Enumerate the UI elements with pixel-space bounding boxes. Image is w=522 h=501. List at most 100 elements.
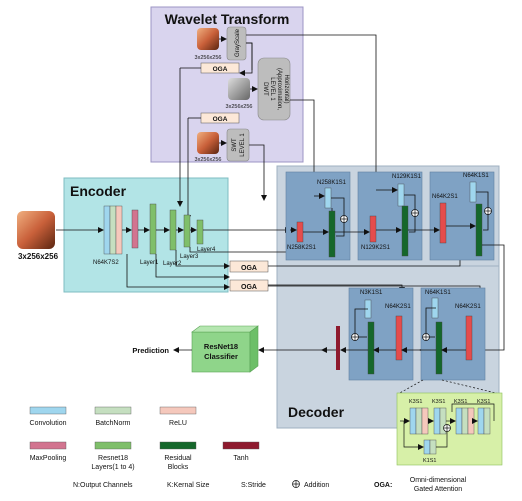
- wavelet-image-3: [197, 132, 219, 154]
- m3-mid-label: N64K2S1: [432, 194, 458, 200]
- decoder-module-2: [420, 287, 486, 381]
- m3-residual: [475, 203, 483, 257]
- enc-relu: [115, 205, 123, 255]
- classifier-block: [191, 331, 251, 373]
- wavelet-image-1: [197, 28, 219, 50]
- legend-conv-swatch: [29, 406, 67, 415]
- legend-residual-swatch: [159, 441, 197, 450]
- detail-relu-3: [467, 407, 475, 435]
- legend-relu-swatch: [159, 406, 197, 415]
- wavelet-image-3-size: 3x256x256: [195, 157, 222, 163]
- legend-maxpool-label: MaxPooling: [30, 455, 67, 462]
- legend-maxpool-swatch: [29, 441, 67, 450]
- m1-residual: [328, 210, 336, 258]
- m3-conv: [469, 181, 477, 203]
- legend-bn-label: BatchNorm: [95, 420, 130, 427]
- wavelet-image-1-size: 3x256x256: [195, 55, 222, 61]
- m3-red: [439, 202, 447, 244]
- d1-top-label: N3K1S1: [360, 290, 383, 296]
- legend-channels: N:Output Channels: [73, 482, 133, 489]
- d2-residual: [435, 321, 443, 375]
- swt-label-1: SWT: [232, 138, 238, 152]
- detail-k3-1: K3S1: [409, 399, 422, 405]
- d2-top-label: N64K1S1: [425, 290, 451, 296]
- detail-k3-4: K3S1: [477, 399, 490, 405]
- dwt-label-2: LEVEL 1: [269, 77, 275, 101]
- oga-block-1: [229, 260, 269, 273]
- dwt-label-1: DWT: [262, 82, 268, 96]
- legend-tanh-swatch: [222, 441, 260, 450]
- legend-residual-label-1: Residual: [164, 455, 192, 462]
- enc-layer2: [169, 209, 177, 251]
- legend-relu-label: ReLU: [169, 420, 187, 427]
- wavelet-title: Wavelet Transform: [165, 11, 290, 27]
- legend-resnet-label-2: Layers(1 to 4): [91, 464, 134, 471]
- detail-k1: K1S1: [423, 458, 436, 464]
- detail-zoom-left: [397, 379, 424, 395]
- legend-oga-def-1: Omni-dimensional: [410, 477, 467, 484]
- wavelet-connectors: [177, 34, 379, 221]
- enc-layer4-label: Layer4: [197, 247, 216, 253]
- dwt-box: [257, 57, 291, 121]
- m3-top-label: N64K1S1: [463, 173, 489, 179]
- enc-batchnorm: [109, 205, 117, 255]
- legend-stride: S:Stride: [241, 482, 266, 489]
- enc-conv-label: N64K7S2: [93, 260, 119, 266]
- enc-layer1: [149, 203, 157, 255]
- wavelet-oga-2-label: OGA: [213, 116, 228, 123]
- detail-conv-2: [433, 407, 441, 435]
- legend-bn-swatch: [94, 406, 132, 415]
- grayscale-box: [226, 26, 247, 61]
- input-image: [17, 211, 55, 249]
- wavelet-image-2-size: 3x256x256: [226, 104, 253, 110]
- dwt-label-3: (Approximation,: [276, 68, 282, 110]
- enc-layer2-label: Layer2: [163, 261, 182, 267]
- decoder-connectors: [321, 307, 466, 353]
- detail-relu-1: [421, 407, 429, 435]
- legend-oga-def-2: Gated Attention: [414, 486, 462, 493]
- m2-residual: [401, 205, 409, 257]
- oga-block-1-label: OGA: [241, 265, 257, 272]
- d2-red: [465, 315, 473, 361]
- legend: Convolution BatchNorm ReLU MaxPooling Re…: [29, 406, 467, 493]
- d2-mid-label: N64K2S1: [455, 304, 481, 310]
- classifier-label-1: ResNet18: [204, 342, 238, 351]
- enc-layer1-label: Layer1: [140, 260, 159, 266]
- m2-top-label: N129K1S1: [392, 174, 422, 180]
- enc-layer4: [196, 219, 204, 245]
- m2-red: [369, 215, 377, 243]
- detail-conv-1: [409, 407, 417, 435]
- grayscale-label: GrayScale: [235, 28, 241, 57]
- legend-conv-label: Convolution: [30, 420, 67, 427]
- oga-block-2-label: OGA: [241, 284, 257, 291]
- detail-conv-4: [477, 407, 485, 435]
- legend-tanh-label: Tanh: [233, 455, 248, 462]
- enc-maxpool: [131, 209, 139, 249]
- m1-red: [296, 221, 304, 243]
- output-tanh: [336, 326, 340, 370]
- decoder-module-1: [348, 287, 414, 381]
- detail-conv-3: [455, 407, 463, 435]
- legend-kernel: K:Kernal Size: [167, 482, 210, 489]
- detail-bn-1: [415, 407, 423, 435]
- enc-layer3-label: Layer3: [180, 254, 199, 260]
- m1-bottom-label: N258K2S1: [287, 245, 317, 251]
- detail-bn-3: [461, 407, 469, 435]
- detail-k3-3: K3S1: [454, 399, 467, 405]
- detail-bn-k1: [429, 439, 437, 455]
- enc-conv: [103, 205, 111, 255]
- m2-conv: [397, 183, 405, 207]
- detail-connectors: [400, 403, 495, 450]
- decoder-title: Decoder: [288, 404, 345, 420]
- d1-residual: [367, 321, 375, 375]
- oga-block-2: [229, 279, 269, 292]
- classifier-label-2: Classifier: [204, 352, 238, 361]
- enc-layer3: [183, 214, 191, 248]
- dwt-label-4: Horizontal): [283, 74, 289, 103]
- swt-label-2: LEVEL 1: [240, 133, 246, 157]
- m1-conv: [324, 187, 332, 209]
- detail-conv-k1: [423, 439, 431, 455]
- fusion-module-3: [429, 171, 495, 261]
